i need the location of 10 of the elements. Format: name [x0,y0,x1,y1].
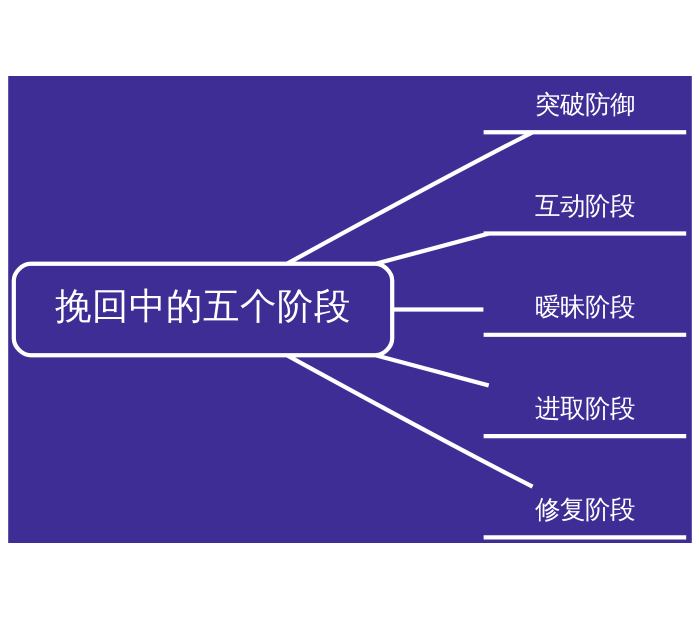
node-box: 挽回中的五个阶段 [12,262,394,358]
connector [392,307,484,312]
node-text: 进取阶段 [534,394,635,423]
node-text: 暧昧阶段 [534,292,635,322]
node-text: 互动阶段 [534,191,635,220]
connector [286,354,534,488]
node-text: 修复阶段 [534,495,635,524]
connector [375,353,490,388]
node-text: 突破防御 [534,90,635,120]
connector [375,232,490,266]
